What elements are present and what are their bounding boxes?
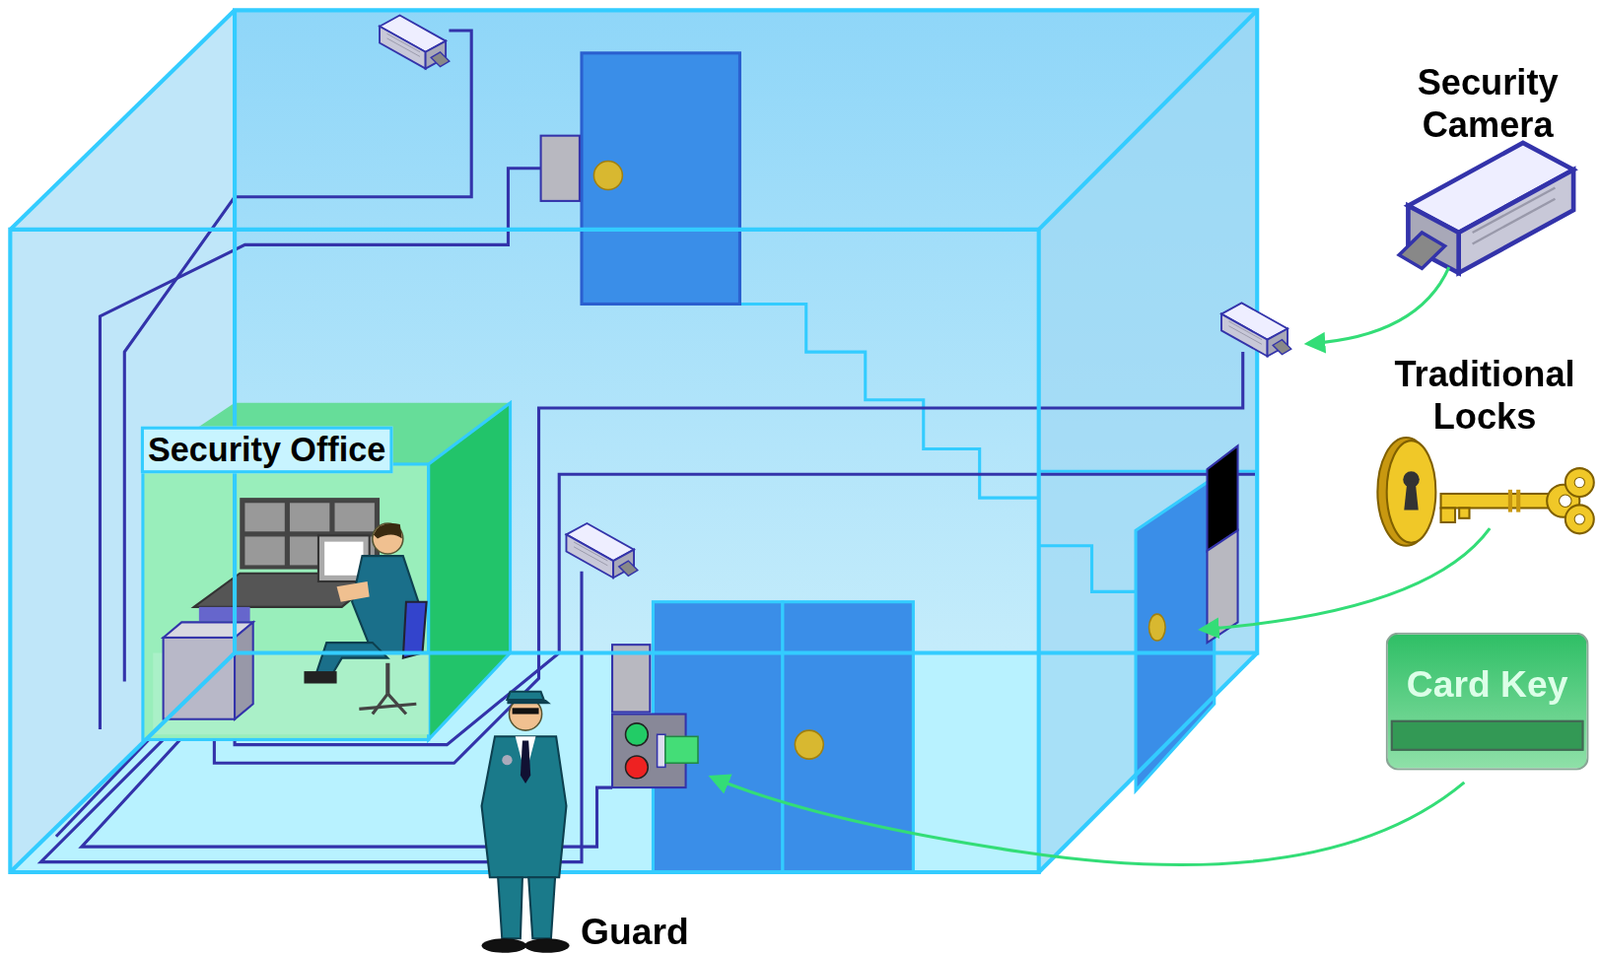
legend-label: Security Camera	[1375, 61, 1600, 145]
node-text: Card Key	[1388, 663, 1588, 706]
card-key: Card Key	[1386, 632, 1590, 771]
lock-and-key	[1377, 437, 1594, 547]
card-reader	[541, 136, 580, 202]
office-label: Security Office	[140, 426, 394, 475]
node-text: Security Office	[147, 430, 386, 470]
figure-label: Guard	[557, 910, 711, 954]
card-stripe	[1391, 720, 1585, 752]
door	[1135, 477, 1215, 791]
operator	[303, 523, 426, 715]
staircase	[668, 303, 1040, 498]
legend-label: Traditional Locks	[1371, 352, 1599, 437]
door	[581, 53, 740, 305]
wires	[40, 30, 1255, 863]
pointer-arrow	[711, 267, 1490, 865]
security-camera	[379, 15, 450, 70]
guard-figure	[482, 692, 570, 954]
door	[652, 602, 782, 873]
security-camera	[1221, 302, 1292, 356]
building-outline	[9, 9, 1257, 873]
security-camera	[1398, 142, 1574, 274]
right-wall	[1039, 9, 1258, 873]
security-camera	[565, 523, 637, 578]
server	[163, 637, 235, 720]
